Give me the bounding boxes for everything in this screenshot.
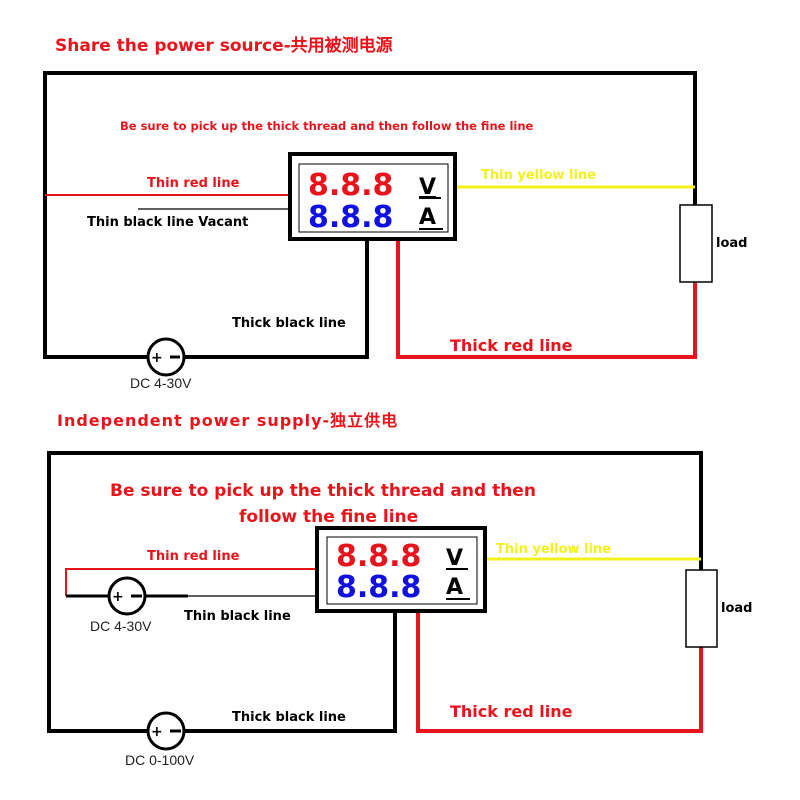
svg-text:+: +: [151, 350, 163, 366]
top-volt-unit: V: [419, 175, 436, 200]
top-thin-red-label: Thin red line: [147, 176, 240, 191]
top-thick-black-wire: [183, 240, 369, 359]
top-thick-red-wire: [396, 240, 697, 359]
top-load-label: load: [716, 236, 747, 251]
bottom-note-line2: follow the fine line: [239, 507, 418, 527]
shared-power-diagram: Share the power source-共用被测电源 Be sure to…: [43, 35, 747, 391]
bottom-thick-black-wire: [184, 611, 397, 733]
bottom-amp-digits: 8.8.8: [336, 570, 421, 605]
bottom-thin-red-label: Thin red line: [147, 549, 240, 564]
bottom-amp-unit: A: [446, 575, 463, 600]
bottom-load-resistor: [685, 569, 718, 648]
top-thick-black-label: Thick black line: [232, 316, 346, 331]
bottom-thin-red-wire: [65, 568, 316, 596]
bottom-load-source-label: DC 0-100V: [125, 752, 195, 768]
bottom-thick-red-label: Thick red line: [450, 702, 573, 721]
top-title: Share the power source-共用被测电源: [55, 35, 393, 56]
bottom-note-line1: Be sure to pick up the thick thread and …: [110, 481, 536, 501]
bottom-black-wire: [47, 451, 703, 733]
top-load-resistor: [679, 204, 713, 283]
svg-text:+: +: [151, 724, 163, 740]
top-note: Be sure to pick up the thick thread and …: [120, 119, 534, 133]
top-amp-unit: A: [419, 205, 436, 230]
bottom-voltmeter-ammeter: 8.8.8 8.8.8 V A: [315, 526, 487, 613]
bottom-thick-black-label: Thick black line: [232, 710, 346, 725]
bottom-meter-dc-source-icon: +: [107, 576, 147, 616]
svg-text:+: +: [112, 589, 124, 605]
top-source-label: DC 4-30V: [130, 375, 192, 391]
bottom-thin-yellow-label: Thin yellow line: [496, 542, 611, 557]
bottom-volt-digits: 8.8.8: [336, 539, 421, 574]
top-black-wire: [43, 71, 697, 359]
top-voltmeter-ammeter: 8.8.8 8.8.8 V A: [288, 152, 457, 241]
top-dc-source-icon: +: [146, 337, 186, 377]
top-volt-digits: 8.8.8: [308, 168, 393, 203]
top-thin-yellow-label: Thin yellow line: [481, 168, 596, 183]
top-amp-digits: 8.8.8: [308, 200, 393, 235]
top-thick-red-label: Thick red line: [450, 336, 573, 355]
independent-power-diagram: Independent power supply-独立供电 Be sure to…: [47, 411, 752, 768]
bottom-load-dc-source-icon: +: [146, 711, 186, 751]
bottom-load-label: load: [721, 601, 752, 616]
bottom-meter-source-label: DC 4-30V: [90, 618, 152, 634]
bottom-volt-unit: V: [446, 546, 463, 571]
bottom-thin-black-label: Thin black line: [184, 609, 291, 624]
bottom-thick-red-wire: [416, 611, 703, 733]
bottom-title: Independent power supply-独立供电: [57, 411, 398, 430]
top-thin-black-label: Thin black line Vacant: [87, 215, 248, 230]
